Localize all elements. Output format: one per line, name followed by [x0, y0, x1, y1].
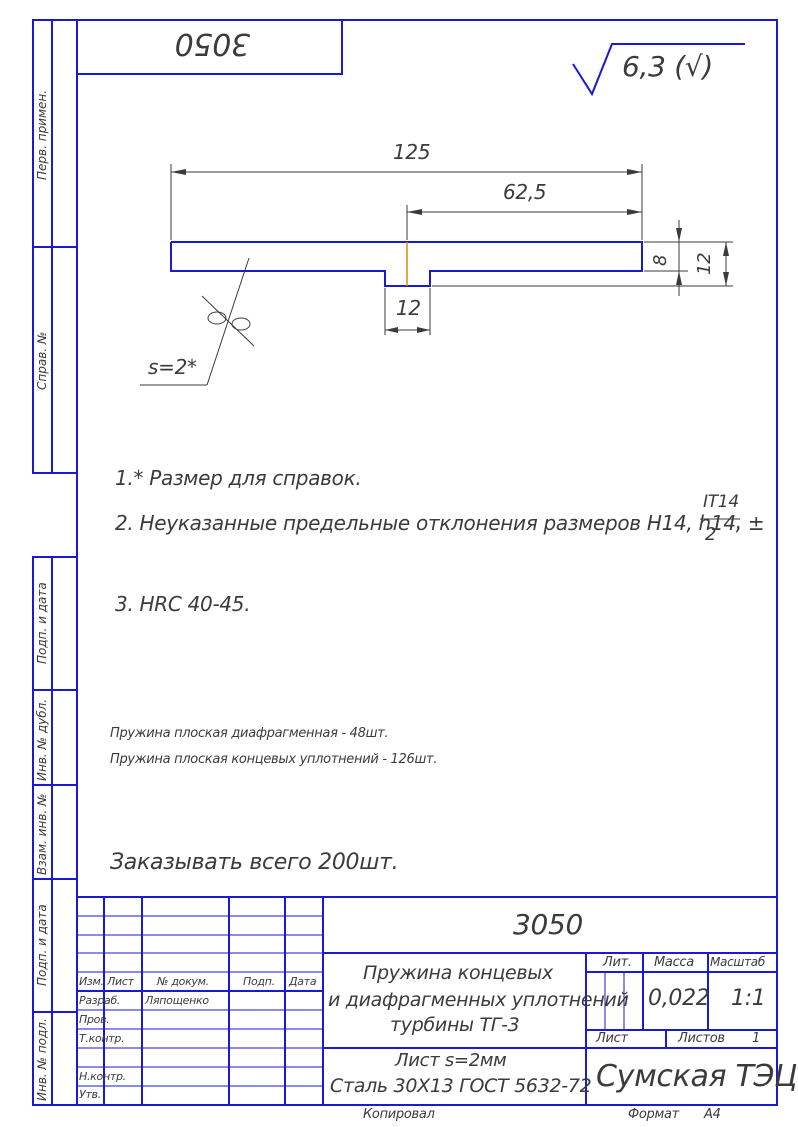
- side-inv-podl: Инв. № подл.: [35, 1018, 49, 1101]
- hdr-podp: Подп.: [243, 975, 275, 988]
- massa-value: 0,022: [648, 986, 710, 1011]
- dim-thickness-small: 8: [650, 254, 671, 266]
- organization-name: Сумская ТЭЦ: [596, 1059, 798, 1094]
- note-3: 3. HRC 40-45.: [115, 592, 251, 616]
- roughness-value: 6,3 (√): [622, 50, 714, 83]
- side-perv-primen: Перв. примен.: [35, 89, 49, 180]
- note-2: 2. Неуказанные предельные отклонения раз…: [115, 511, 765, 535]
- hdr-doc: № докум.: [157, 975, 209, 988]
- title-material-line-2: Сталь 30Х13 ГОСТ 5632-72: [330, 1075, 592, 1097]
- razrab-name: Ляпощенко: [145, 994, 209, 1007]
- note-1: 1.* Размер для справок.: [115, 466, 362, 490]
- title-name-line-3: турбины ТГ-3: [390, 1014, 520, 1036]
- side-sprav-no: Справ. №: [35, 331, 49, 390]
- note-2-fraction-denominator: 2: [705, 524, 717, 545]
- role-prov: Пров.: [79, 1013, 110, 1026]
- footer-format: Формат: [628, 1107, 679, 1122]
- role-utv: Утв.: [79, 1088, 101, 1101]
- list-label: Лист: [596, 1031, 628, 1046]
- title-material-line-1: Лист s=2мм: [395, 1050, 507, 1071]
- footer-format-value: A4: [704, 1107, 721, 1122]
- note-2-end-dot: .: [736, 512, 742, 533]
- listov-label: Листов: [678, 1031, 725, 1046]
- side-podp-data-2: Подп. и дата: [35, 904, 49, 986]
- quantity-line-2: Пружина плоская концевых уплотнений - 12…: [110, 752, 438, 767]
- masshtab-value: 1:1: [731, 986, 766, 1011]
- role-nkontr: Н.контр.: [79, 1070, 126, 1083]
- dim-groove-width: 12: [396, 296, 421, 320]
- hdr-izm: Изм.: [79, 975, 104, 988]
- side-vzam-inv: Взам. инв. №: [35, 793, 49, 875]
- quantity-line-1: Пружина плоская диафрагменная - 48шт.: [110, 726, 389, 741]
- hdr-lit: Лит.: [603, 955, 632, 970]
- hdr-masshtab: Масштаб: [710, 955, 765, 969]
- side-inv-dubl: Инв. № дубл.: [35, 698, 49, 781]
- stamp-top-designation: 3050: [175, 26, 251, 61]
- role-tkontr: Т.контр.: [79, 1032, 125, 1045]
- dim-spring-thickness: s=2*: [148, 355, 197, 379]
- title-name-line-2: и диафрагменных уплотнений: [328, 989, 629, 1011]
- order-total: Заказывать всего 200шт.: [110, 850, 399, 875]
- note-2-fraction-numerator: IT14: [703, 492, 739, 512]
- dim-overall: 125: [393, 140, 431, 164]
- title-designation: 3050: [513, 908, 584, 941]
- footer-kopiroval: Копировал: [363, 1107, 435, 1122]
- hdr-massa: Масса: [654, 955, 694, 970]
- title-name-line-1: Пружина концевых: [363, 962, 553, 984]
- side-podp-data-1: Подп. и дата: [35, 582, 49, 664]
- listov-value: 1: [752, 1031, 760, 1046]
- hdr-data: Дата: [289, 975, 317, 988]
- role-razrab: Разраб.: [79, 994, 121, 1007]
- dim-half: 62,5: [503, 180, 547, 204]
- dim-thickness-total: 12: [694, 252, 715, 275]
- hdr-list: Лист: [107, 975, 134, 988]
